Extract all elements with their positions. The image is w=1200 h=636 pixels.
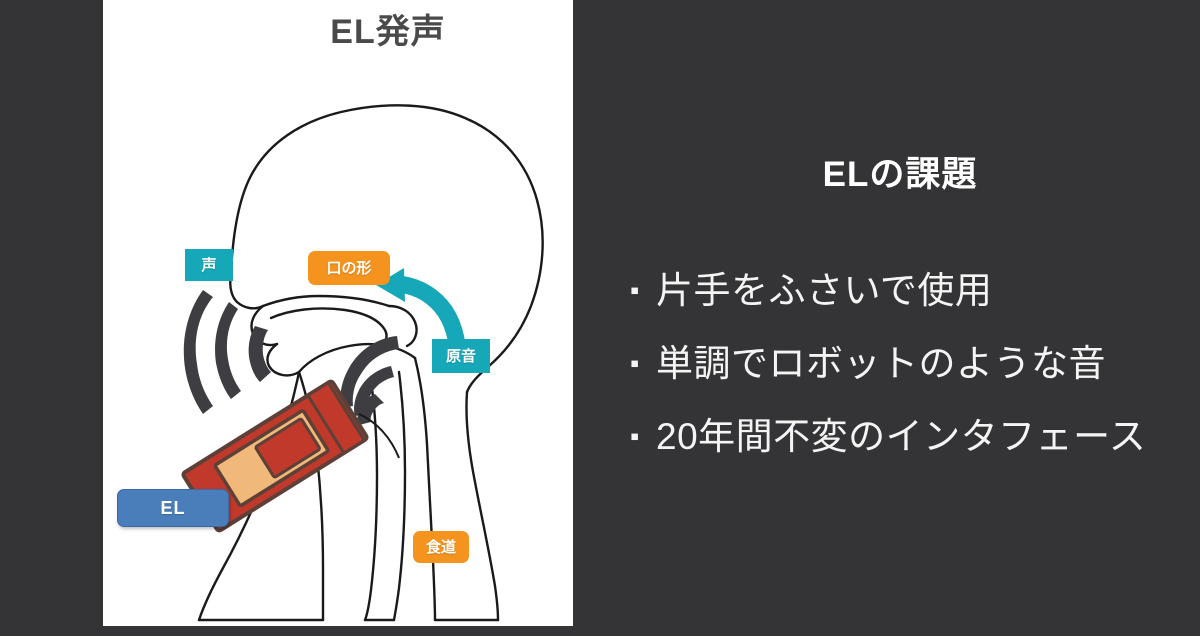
el-device-head	[305, 380, 367, 456]
label-esophagus: 食道	[413, 531, 469, 563]
bullet-marker-icon: ▪	[630, 275, 640, 305]
list-item: ▪ 単調でロボットのような音	[630, 345, 1200, 382]
label-origin-sound: 原音	[432, 339, 490, 373]
label-voice: 声	[185, 249, 233, 281]
label-mouth-shape: 口の形	[308, 251, 390, 285]
figure-panel: EL発声 声 口の形 原音 食道 EL	[103, 0, 573, 626]
list-item-label: 単調でロボットのような音	[656, 343, 1106, 384]
list-item: ▪ 片手をふさいで使用	[630, 272, 1200, 309]
bullet-marker-icon: ▪	[630, 348, 640, 378]
voice-soundwaves-icon	[183, 290, 271, 414]
head-outline	[229, 104, 544, 394]
list-item: ▪ 20年間不変のインタフェース	[630, 418, 1200, 455]
el-device-wire	[358, 413, 400, 459]
list-item-label: 片手をふさいで使用	[656, 270, 993, 311]
page-title: ELの課題	[822, 155, 978, 194]
content-column: ELの課題 ▪ 片手をふさいで使用 ▪ 単調でロボットのような音 ▪ 20年間不…	[600, 0, 1200, 636]
bullet-list: ▪ 片手をふさいで使用 ▪ 単調でロボットのような音 ▪ 20年間不変のインタフ…	[630, 272, 1200, 491]
el-device-button	[254, 417, 321, 479]
bullet-marker-icon: ▪	[630, 421, 640, 451]
label-el-device: EL	[117, 489, 229, 527]
figure-title: EL発声	[330, 13, 446, 51]
anatomy-diagram	[181, 104, 544, 622]
list-item-label: 20年間不変のインタフェース	[656, 416, 1147, 457]
